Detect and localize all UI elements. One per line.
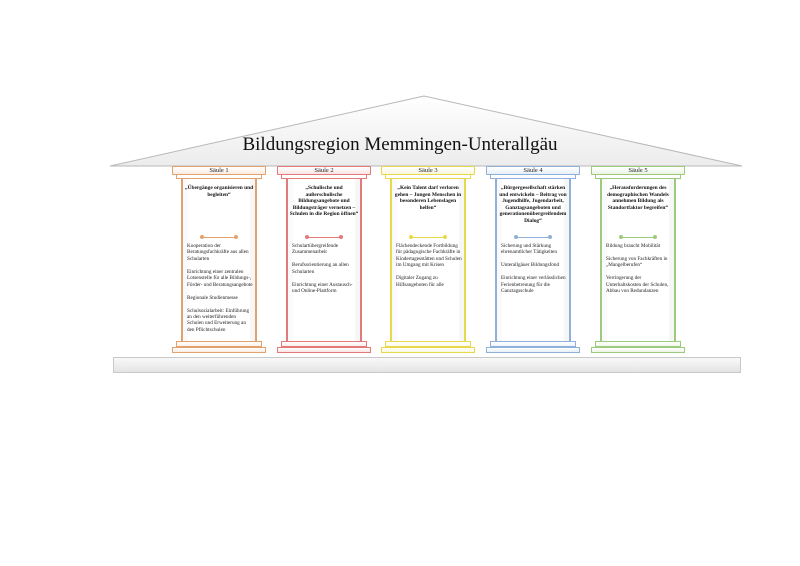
pillar-shaft: [600, 179, 676, 341]
pillar-item: Regionale Studienmesse: [187, 294, 238, 301]
pillar-base-upper: [176, 341, 262, 347]
pillar-item: Schulartübergreifende Zusammenarbeit: [292, 243, 338, 256]
pillar-shaft: [286, 179, 362, 341]
pillar-base-lower: [172, 347, 266, 353]
pillar-capital: Säule 2: [277, 166, 371, 175]
pillar-heading: „Schulische und außerschulische Bildungs…: [289, 185, 359, 218]
pillar-heading: „Übergänge organisieren und begleiten“: [184, 185, 254, 198]
pillar-capital: Säule 5: [591, 166, 685, 175]
pillar-5: Säule 5 „Herausforderungen des demographi…: [591, 166, 685, 358]
pillar-item: Bildung braucht Mobilität: [606, 243, 661, 249]
pillar-item: Digitaler Zugang zu Hilfsangeboten für a…: [396, 275, 444, 288]
pillar-capital-lower: [490, 175, 576, 179]
pillar-item: Unterallgäuer Bildungsfond: [501, 262, 560, 269]
pillar-base-upper: [281, 341, 367, 347]
pillar-capital: Säule 3: [381, 166, 475, 175]
pillar-item: Berufsorientierung an allen Schularten: [292, 262, 349, 275]
pillar-capital-lower: [595, 175, 681, 179]
pillar-label: Säule 3: [418, 167, 438, 174]
pillar-base-lower: [486, 347, 580, 353]
pillar-item: Einrichtung einer zentralen Lotsenstelle…: [187, 268, 253, 288]
pillar-2: Säule 2 „Schulische und außerschulische B…: [277, 166, 371, 358]
pillar-item: Verringerung der Unterhaltskosten der Sc…: [606, 275, 669, 295]
pillar-divider: [200, 235, 238, 239]
pillar-1: Säule 1 „Übergänge organisieren und begle…: [172, 166, 266, 358]
pillar-item: Einrichtung einer verlässlichen Ferienbe…: [501, 275, 566, 295]
foundation-step: [113, 357, 741, 373]
pillar-divider: [409, 235, 447, 239]
pillar-label: Säule 1: [209, 167, 229, 174]
pillar-item: Flächendeckende Fortbildung für pädagogi…: [396, 243, 462, 269]
pillar-base-upper: [490, 341, 576, 347]
pillar-shaft: [495, 179, 571, 341]
pillar-base-upper: [595, 341, 681, 347]
pillar-items: Flächendeckende Fortbildung für pädagogi…: [396, 243, 462, 295]
pillar-capital-lower: [176, 175, 262, 179]
pillar-base-upper: [385, 341, 471, 347]
pillar-capital: Säule 4: [486, 166, 580, 175]
pillar-label: Säule 5: [628, 167, 648, 174]
pillar-item: Schulsozialarbeit: Einführung an den wei…: [187, 307, 250, 333]
pillar-heading: „Kein Talent darf verloren gehen – Junge…: [394, 185, 462, 211]
pillar-items: Sicherung und Stärkung ehrenamtlicher Tä…: [501, 243, 567, 301]
pillar-3: Säule 3 „Kein Talent darf verloren gehen …: [381, 166, 475, 358]
pillar-label: Säule 2: [314, 167, 334, 174]
pillar-divider: [305, 235, 343, 239]
pillar-heading: „Bürgergesellschaft stärken und entwicke…: [499, 185, 567, 224]
pillar-item: Sicherung von Fachkräften in „Mangelberu…: [606, 256, 668, 269]
pillar-divider: [514, 235, 552, 239]
pillar-item: Sicherung und Stärkung ehrenamtlicher Tä…: [501, 243, 557, 256]
pillar-base-lower: [277, 347, 371, 353]
pillar-item: Kooperation der Beratungsfachkräfte aus …: [187, 243, 249, 262]
pillar-base-lower: [381, 347, 475, 353]
pillar-capital-lower: [385, 175, 471, 179]
pillar-items: Kooperation der Beratungsfachkräfte aus …: [187, 243, 253, 340]
pillar-label: Säule 4: [523, 167, 543, 174]
pillar-item: Einrichtung einer Austausch- und Online-…: [292, 281, 353, 295]
pillar-shaft: [390, 179, 466, 341]
pillar-capital: Säule 1: [172, 166, 266, 175]
pillar-4: Säule 4 „Bürgergesellschaft stärken und e…: [486, 166, 580, 358]
pillar-divider: [619, 235, 657, 239]
pillar-capital-lower: [281, 175, 367, 179]
diagram-title: Bildungsregion Memmingen-Unterallgäu: [242, 134, 558, 155]
pillar-base-lower: [591, 347, 685, 353]
pillar-heading: „Herausforderungen des demographischen W…: [607, 185, 669, 211]
pillar-shaft: [181, 179, 257, 341]
